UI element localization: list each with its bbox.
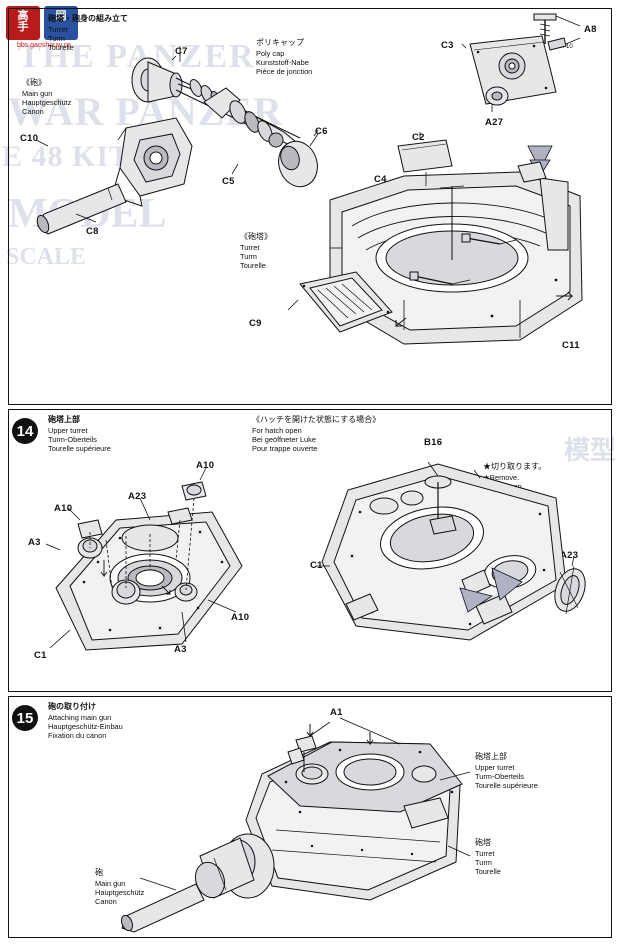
part-code-C4: C4 — [374, 174, 387, 185]
illus-turret-body — [329, 161, 583, 345]
step13-maingun-fr: Canon — [22, 107, 44, 116]
part14-code-A10-right: A10 — [231, 612, 250, 623]
step14-hatch-jp: 《ハッチを開けた状態にする場合》 — [252, 415, 381, 424]
step14-title-en: Upper turret — [48, 426, 88, 435]
part14-code-A10-top: A10 — [196, 460, 215, 471]
step-panel-13 — [8, 8, 612, 405]
step15-turret-de: Turm — [475, 858, 492, 867]
illus-a8-screw — [533, 13, 581, 51]
step15-maingun-de: Hauptgeschütz — [95, 888, 145, 897]
illus-gun-shaft — [175, 77, 301, 151]
part-code-C2: C2 — [412, 132, 425, 143]
paint-code-x10: X-10 — [560, 44, 573, 50]
step13-title-de: Turm — [48, 34, 65, 43]
part-code-C7: C7 — [175, 46, 188, 57]
illus-turret-screws — [409, 233, 517, 285]
illus-a27-part — [485, 86, 509, 112]
step-panel-15 — [8, 696, 612, 938]
part-code-C10: C10 — [20, 133, 39, 144]
step15-maingun-fr: Canon — [95, 897, 117, 906]
step15-turret-fr: Tourelle — [475, 867, 501, 876]
step13-title-fr: Tourelle — [48, 43, 74, 52]
illus-a1-periscope — [287, 717, 401, 772]
part-code-C5: C5 — [222, 176, 235, 187]
part-code-C9: C9 — [249, 318, 262, 329]
step15-upper-turret-jp: 砲塔上部 — [475, 752, 507, 761]
step13-turret-fr: Tourelle — [240, 261, 266, 270]
illus-c9-plate — [287, 271, 393, 333]
part-code-A27: A27 — [485, 117, 504, 128]
step13-title-jp: 砲塔・砲身の組み立て — [48, 14, 128, 23]
step15-turret-en: Turret — [475, 849, 495, 858]
step15-maingun-jp: 砲 — [95, 868, 103, 877]
part14-code-A3-left: A3 — [28, 537, 41, 548]
part14-code-A23-right: A23 — [560, 550, 579, 561]
step14-title-fr: Tourelle supérieure — [48, 444, 111, 453]
step13-polycap-en: Poly cap — [256, 49, 285, 58]
step14-title-de: Turm-Oberteils — [48, 435, 98, 444]
part14-code-A23: A23 — [128, 491, 147, 502]
part-code-C6: C6 — [315, 126, 328, 137]
step13-maingun-jp: 《砲》 — [22, 78, 46, 87]
step14-hatch-de: Bei geöffneter Luke — [252, 435, 316, 444]
illus-c7-collar — [131, 50, 183, 103]
step-number-14: 14 — [12, 418, 38, 444]
step15-title-de: Hauptgeschütz-Einbau — [48, 722, 123, 731]
part-code-C3: C3 — [441, 40, 454, 51]
step14-title-jp: 砲塔上部 — [48, 415, 80, 424]
part-code-C8: C8 — [86, 226, 99, 237]
step14-remove-jp: ★切り取ります。 — [483, 462, 547, 471]
step13-turret-jp: 《砲塔》 — [240, 232, 272, 241]
step15-upper-turret-en: Upper turret — [475, 763, 515, 772]
illus-mantlet-barrel — [120, 833, 275, 933]
step15-title-en: Attaching main gun — [48, 713, 112, 722]
illus-a23-wheel — [554, 555, 586, 615]
step14-remove-en: ★Remove. — [483, 473, 520, 482]
illus-assembled-turret — [120, 717, 471, 933]
step13-turret-en: Turret — [240, 243, 260, 252]
step13-polycap-de: Kunststoff-Nabe — [256, 58, 309, 67]
part-code-C11: C11 — [562, 340, 580, 351]
illus-c6-muzzle — [278, 129, 319, 188]
step13-maingun-en: Main gun — [22, 89, 53, 98]
illus-c2-hatch — [397, 132, 453, 186]
step15-title-fr: Fixation du canon — [48, 731, 107, 740]
part15-code-A1: A1 — [330, 707, 343, 718]
illus-c8-barrel — [36, 183, 127, 235]
step13-title-en: Turret — [48, 25, 68, 34]
part14-code-A10-left: A10 — [54, 503, 73, 514]
illus-hatch-open-variant — [316, 461, 586, 641]
step13-maingun-de: Hauptgeschütz — [22, 98, 72, 107]
part-code-A8: A8 — [584, 24, 597, 35]
step15-turret-jp: 砲塔 — [475, 838, 491, 847]
step13-polycap-jp: ポリキャップ — [256, 38, 304, 47]
step15-maingun-en: Main gun — [95, 879, 126, 888]
step13-polycap-fr: Pièce de jonction — [256, 67, 313, 76]
part14-code-C1-right: C1 — [310, 560, 323, 571]
step13-turret-de: Turm — [240, 252, 257, 261]
illus-b16-hatch — [424, 461, 457, 535]
step14-hatch-fr: Pour trappe ouverte — [252, 444, 318, 453]
step-number-15: 15 — [12, 705, 38, 731]
part14-code-A3-bottom: A3 — [174, 644, 187, 655]
illus-c10-mantlet — [111, 117, 193, 207]
step15-upper-turret-fr: Tourelle supérieure — [475, 781, 538, 790]
step14-hatch-en: For hatch open — [252, 426, 302, 435]
step-panel-14 — [8, 409, 612, 692]
part14-code-C1-left: C1 — [34, 650, 47, 661]
illus-c3-plate — [461, 35, 557, 105]
step15-upper-turret-de: Turm-Oberteils — [475, 772, 525, 781]
step15-title-jp: 砲の取り付け — [48, 702, 96, 711]
part14-code-B16: B16 — [424, 437, 443, 448]
illus-upper-turret-plate — [45, 467, 243, 651]
